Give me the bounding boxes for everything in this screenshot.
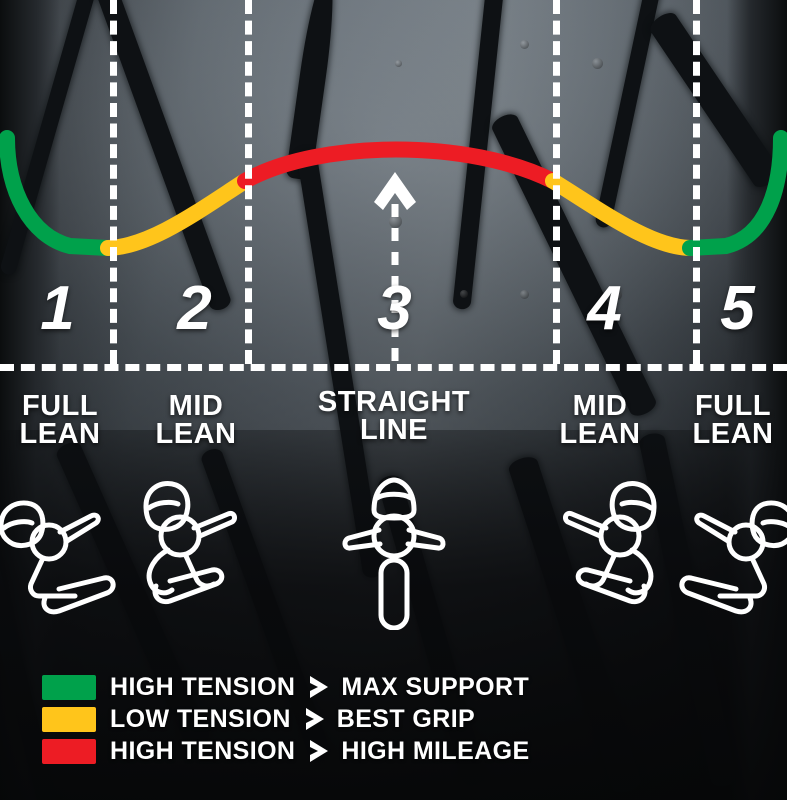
zone-divider-1-2 bbox=[110, 0, 117, 364]
arc-segment-yellow-left bbox=[100, 173, 253, 256]
zone-label-5: FULL LEAN bbox=[692, 390, 774, 451]
arc-segment-green-right bbox=[682, 130, 787, 256]
legend-row: HIGH TENSION MAX SUPPORT bbox=[42, 672, 530, 702]
zone-divider-4-5 bbox=[693, 0, 700, 364]
zone-number-3: 3 bbox=[377, 274, 411, 343]
zone-label-2: MID LEAN bbox=[155, 390, 237, 451]
legend-tension-label: LOW TENSION bbox=[110, 704, 291, 733]
zone-number-1: 1 bbox=[40, 274, 74, 343]
rider-icon-mid-lean-left bbox=[143, 481, 237, 605]
rider-icon-full-lean-right bbox=[679, 500, 787, 615]
arc-segment-green-left bbox=[0, 130, 116, 256]
legend: HIGH TENSION MAX SUPPORT LOW TENSION BES… bbox=[42, 672, 530, 768]
chevron-right-icon bbox=[310, 676, 329, 698]
arc-segment-red-crown bbox=[237, 141, 561, 189]
rider-icon-full-lean-left bbox=[0, 500, 116, 615]
zone-number-5: 5 bbox=[720, 274, 754, 343]
zone-label-1: FULL LEAN bbox=[19, 390, 101, 451]
arc-segment-yellow-right bbox=[545, 173, 698, 256]
zone-label-3: STRAIGHT LINE bbox=[317, 386, 471, 447]
chevron-right-icon bbox=[310, 740, 329, 762]
straight-line-direction-arrow bbox=[374, 172, 416, 366]
tire-lower-shadow-band bbox=[0, 430, 787, 800]
chevron-right-icon bbox=[305, 708, 324, 730]
legend-benefit-label: MAX SUPPORT bbox=[341, 672, 530, 701]
rider-icon-upright bbox=[342, 477, 446, 630]
zone-label-4: MID LEAN bbox=[559, 390, 641, 451]
legend-benefit-label: HIGH MILEAGE bbox=[341, 736, 530, 765]
rider-icon-mid-lean-right bbox=[563, 481, 657, 605]
legend-benefit-label: BEST GRIP bbox=[336, 704, 476, 733]
legend-tension-label: HIGH TENSION bbox=[110, 672, 296, 701]
legend-tension-label: HIGH TENSION bbox=[110, 736, 296, 765]
tension-arc-graphic bbox=[0, 130, 787, 256]
legend-row: HIGH TENSION HIGH MILEAGE bbox=[42, 736, 530, 766]
legend-swatch-red bbox=[42, 738, 96, 764]
zone-divider-2-3 bbox=[245, 0, 252, 364]
legend-row: LOW TENSION BEST GRIP bbox=[42, 704, 530, 734]
legend-swatch-green bbox=[42, 674, 96, 700]
zone-number-2: 2 bbox=[177, 274, 211, 343]
zone-number-4: 4 bbox=[587, 274, 621, 343]
zone-divider-3-4 bbox=[553, 0, 560, 364]
legend-swatch-yellow bbox=[42, 706, 96, 732]
zone-baseline bbox=[0, 364, 787, 371]
